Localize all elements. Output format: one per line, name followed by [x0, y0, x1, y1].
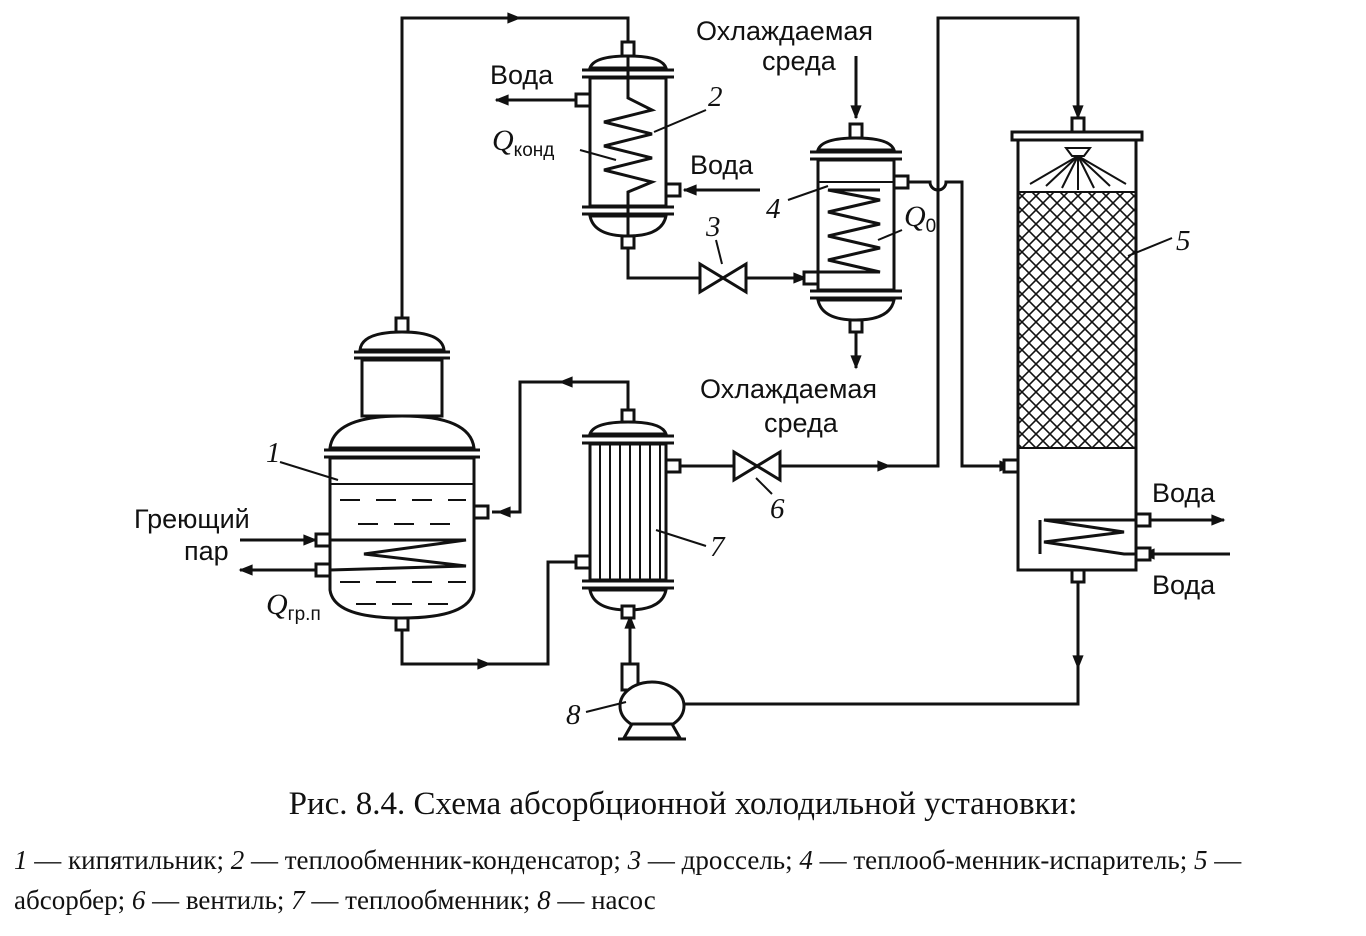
- absorber-packing: [1017, 191, 1137, 449]
- legend-item-2: 2 — теплообменник-конденсатор;: [230, 845, 628, 875]
- throttle-valve: [698, 261, 748, 295]
- legend-item-3: 3 — дроссель;: [627, 845, 800, 875]
- legend-item-8: 8 — насос: [537, 885, 656, 915]
- condenser: [574, 40, 682, 250]
- valve: [732, 449, 782, 483]
- label-cooled-medium-in-1: Охлаждаемая: [696, 16, 873, 46]
- evaporator: [802, 122, 910, 334]
- pipe-absorber-to-pump: [684, 582, 1080, 706]
- legend-item-4: 4 — теплооб-менник-испаритель;: [799, 845, 1194, 875]
- legend-item-1: 1 — кипятильник;: [14, 845, 231, 875]
- number-4: 4: [766, 193, 781, 225]
- pipe-boiler-to-hx: [400, 560, 580, 666]
- absorber: [1002, 116, 1152, 584]
- labels: Вода Вода Охлаждаемая среда Охлаждаемая …: [134, 16, 1216, 731]
- label-q-cond: Qконд: [492, 124, 554, 161]
- label-q0: Q0: [904, 200, 936, 237]
- leader-lines: [279, 109, 1173, 713]
- number-1: 1: [266, 437, 281, 469]
- pipe-evaporator-to-absorber: [905, 180, 1012, 468]
- number-6: 6: [770, 493, 785, 525]
- number-8: 8: [566, 699, 581, 731]
- absorption-refrigeration-diagram: Вода Вода Охлаждаемая среда Охлаждаемая …: [134, 12, 1230, 741]
- label-water-condenser-in: Вода: [690, 150, 754, 180]
- number-7: 7: [710, 531, 726, 563]
- label-water-absorber-in: Вода: [1152, 570, 1216, 600]
- pump: [618, 662, 686, 741]
- label-water-absorber-out: Вода: [1152, 478, 1216, 508]
- label-q-steam: Qгр.п: [266, 588, 321, 625]
- label-cooled-medium-out-1: Охлаждаемая: [700, 374, 877, 404]
- pipes: [400, 12, 1084, 706]
- label-heating-steam-1: Греющий: [134, 504, 250, 534]
- label-cooled-medium-out-2: среда: [764, 408, 839, 438]
- number-5: 5: [1176, 225, 1191, 257]
- evaporator-coil: [818, 188, 881, 274]
- absorber-cooling-coil: [1043, 518, 1136, 556]
- condenser-coil: [603, 56, 657, 236]
- number-3: 3: [705, 211, 721, 243]
- label-water-condenser-out: Вода: [490, 60, 554, 90]
- legend-item-7: 7 — теплообменник;: [291, 885, 538, 915]
- boiler-heating-coil: [329, 538, 467, 572]
- heat-exchanger-tubes: [599, 444, 661, 580]
- figure-legend: 1 — кипятильник; 2 — теплообменник-конде…: [14, 840, 1354, 920]
- pipe-condenser-to-throttle: [626, 248, 700, 280]
- heat-exchanger: [574, 408, 682, 620]
- legend-item-6: 6 — вентиль;: [131, 885, 292, 915]
- label-heating-steam-2: пар: [184, 536, 229, 566]
- number-2: 2: [708, 81, 723, 113]
- boiler: [314, 316, 490, 632]
- figure-caption-title: Рис. 8.4. Схема абсорбционной холодильно…: [288, 786, 1078, 822]
- external-flows: [238, 56, 1230, 576]
- legend-item-5: 5 — абсорбер;: [14, 845, 1242, 915]
- label-cooled-medium-in-2: среда: [762, 46, 837, 76]
